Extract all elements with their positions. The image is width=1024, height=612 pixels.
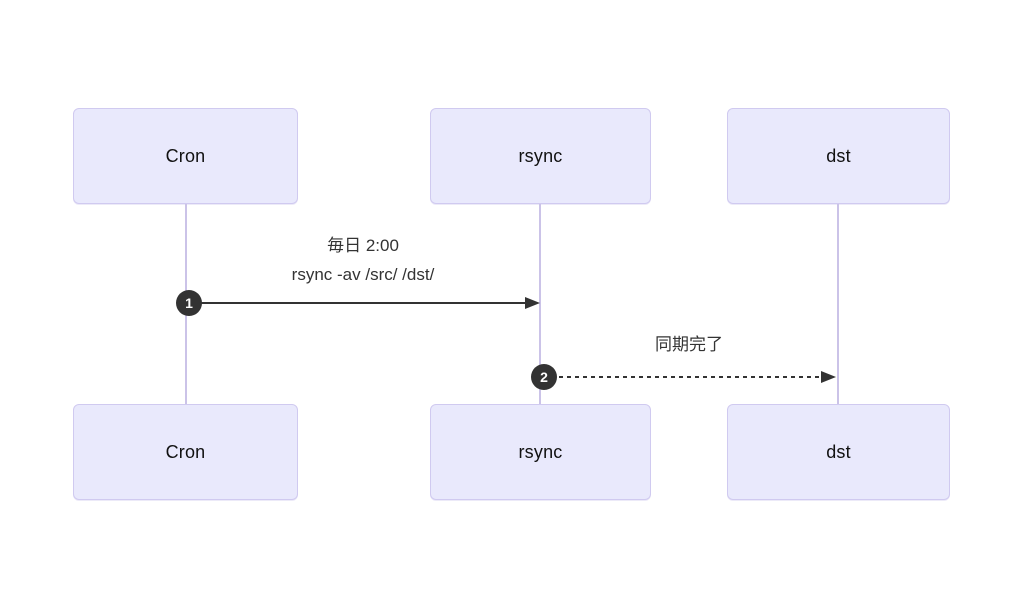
actor-bottom-label-cron: Cron xyxy=(165,441,206,462)
actor-label-rsync: rsync xyxy=(518,145,563,166)
message-2-number: 2 xyxy=(540,369,548,385)
message-1-label-line2: rsync -av /src/ /dst/ xyxy=(291,265,435,284)
actor-label-dst: dst xyxy=(826,145,851,166)
message-1-number-badge: 1 xyxy=(176,290,202,316)
lifeline-rsync xyxy=(539,204,541,405)
message-2-number-badge: 2 xyxy=(531,364,557,390)
message-1-arrow-line xyxy=(199,302,527,304)
actor-bottom-box-dst: dst xyxy=(727,404,950,500)
actor-bottom-label-dst: dst xyxy=(826,441,851,462)
message-1-number: 1 xyxy=(185,295,193,311)
actor-bottom-box-rsync: rsync xyxy=(430,404,651,500)
message-2-arrowhead-icon xyxy=(821,371,836,383)
message-1-label: 毎日 2:00 rsync -av /src/ /dst/ xyxy=(196,231,530,289)
message-2-label-line1: 同期完了 xyxy=(655,335,723,354)
actor-top-box-rsync: rsync xyxy=(430,108,651,204)
message-1-label-line1: 毎日 2:00 xyxy=(327,236,399,255)
message-2-arrow-line xyxy=(559,376,821,378)
actor-bottom-box-cron: Cron xyxy=(73,404,298,500)
message-2-label: 同期完了 xyxy=(557,330,821,359)
actor-label-cron: Cron xyxy=(165,145,206,166)
message-1-arrowhead-icon xyxy=(525,297,540,309)
lifeline-dst xyxy=(837,204,839,405)
actor-top-box-cron: Cron xyxy=(73,108,298,204)
actor-top-box-dst: dst xyxy=(727,108,950,204)
actor-bottom-label-rsync: rsync xyxy=(518,441,563,462)
